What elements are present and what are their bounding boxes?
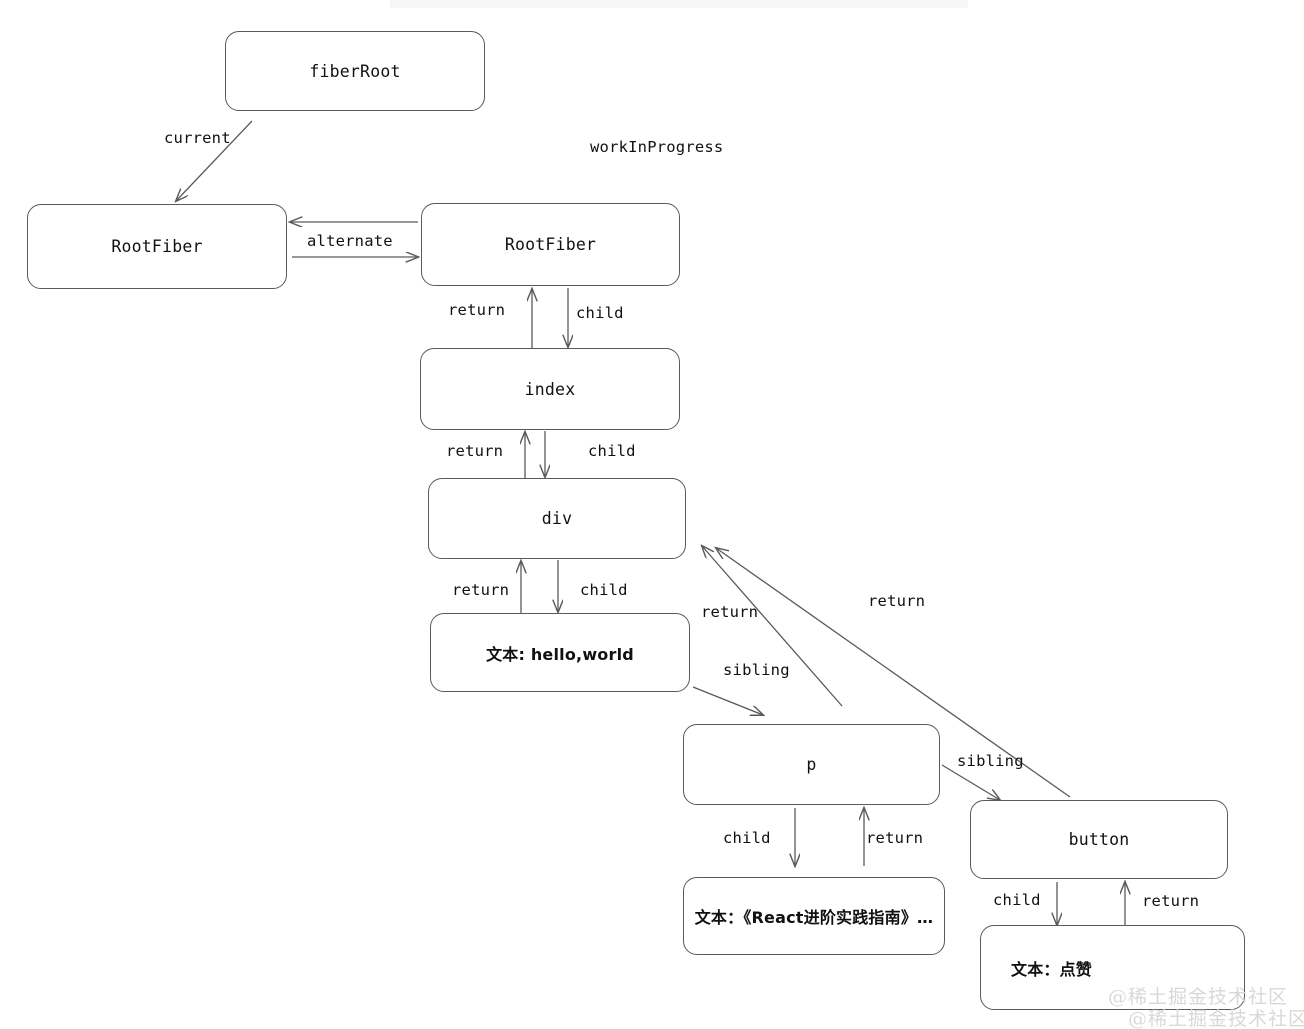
label-sibling-text-p: sibling xyxy=(723,661,790,679)
watermark-line-1: @稀土掘金技术社区 xyxy=(1108,986,1289,1008)
label-return-p-div: return xyxy=(701,603,759,621)
edge-return-p-div xyxy=(702,546,843,707)
node-p-label: p xyxy=(806,755,817,774)
node-fiberroot[interactable]: fiberRoot xyxy=(225,31,485,111)
node-button-label: button xyxy=(1068,830,1130,849)
label-alternate: alternate xyxy=(307,232,393,250)
label-child-button-text: child xyxy=(993,891,1041,909)
edge-sibling-p-button xyxy=(941,764,1000,800)
label-current: current xyxy=(164,129,231,147)
label-child-root-index: child xyxy=(576,304,624,322)
label-child-index-div: child xyxy=(588,442,636,460)
node-text-like-label: 文本：点赞 xyxy=(1011,959,1093,979)
node-text-hello-world-label: 文本: hello,world xyxy=(486,644,634,664)
node-rootfiber-workinprogress[interactable]: RootFiber xyxy=(421,203,680,286)
label-return-root-index: return xyxy=(448,301,506,319)
node-text-hello-world[interactable]: 文本: hello,world xyxy=(430,613,690,692)
node-index-label: index xyxy=(524,379,576,399)
node-index[interactable]: index xyxy=(420,348,680,430)
node-div[interactable]: div xyxy=(428,478,686,559)
watermark-line-2: @稀土掘金技术社区 xyxy=(1128,1008,1304,1029)
label-return-div-text: return xyxy=(452,581,510,599)
node-rootfiber-current-label: RootFiber xyxy=(111,237,203,256)
label-workinprogress: workInProgress xyxy=(590,138,724,156)
label-return-index-div: return xyxy=(446,442,504,460)
label-child-div-text: child xyxy=(580,581,628,599)
node-text-react-guide-label: 文本：《React进阶实践指南》… xyxy=(694,908,934,927)
node-fiberroot-label: fiberRoot xyxy=(309,61,401,81)
node-p[interactable]: p xyxy=(683,724,940,805)
node-div-label: div xyxy=(541,509,573,528)
node-rootfiber-current[interactable]: RootFiber xyxy=(27,204,287,289)
node-text-like[interactable]: 文本：点赞 xyxy=(980,925,1245,1010)
label-return-button-div: return xyxy=(868,592,926,610)
label-return-text-p: return xyxy=(866,829,924,847)
label-return-text-button: return xyxy=(1142,892,1200,910)
label-sibling-p-button: sibling xyxy=(957,752,1024,770)
label-child-p-text: child xyxy=(723,829,771,847)
edge-sibling-text-p xyxy=(692,686,763,715)
node-text-react-guide[interactable]: 文本：《React进阶实践指南》… xyxy=(683,877,945,955)
node-button[interactable]: button xyxy=(970,800,1228,879)
node-rootfiber-workinprogress-label: RootFiber xyxy=(504,235,597,254)
top-gradient-band xyxy=(390,0,968,8)
